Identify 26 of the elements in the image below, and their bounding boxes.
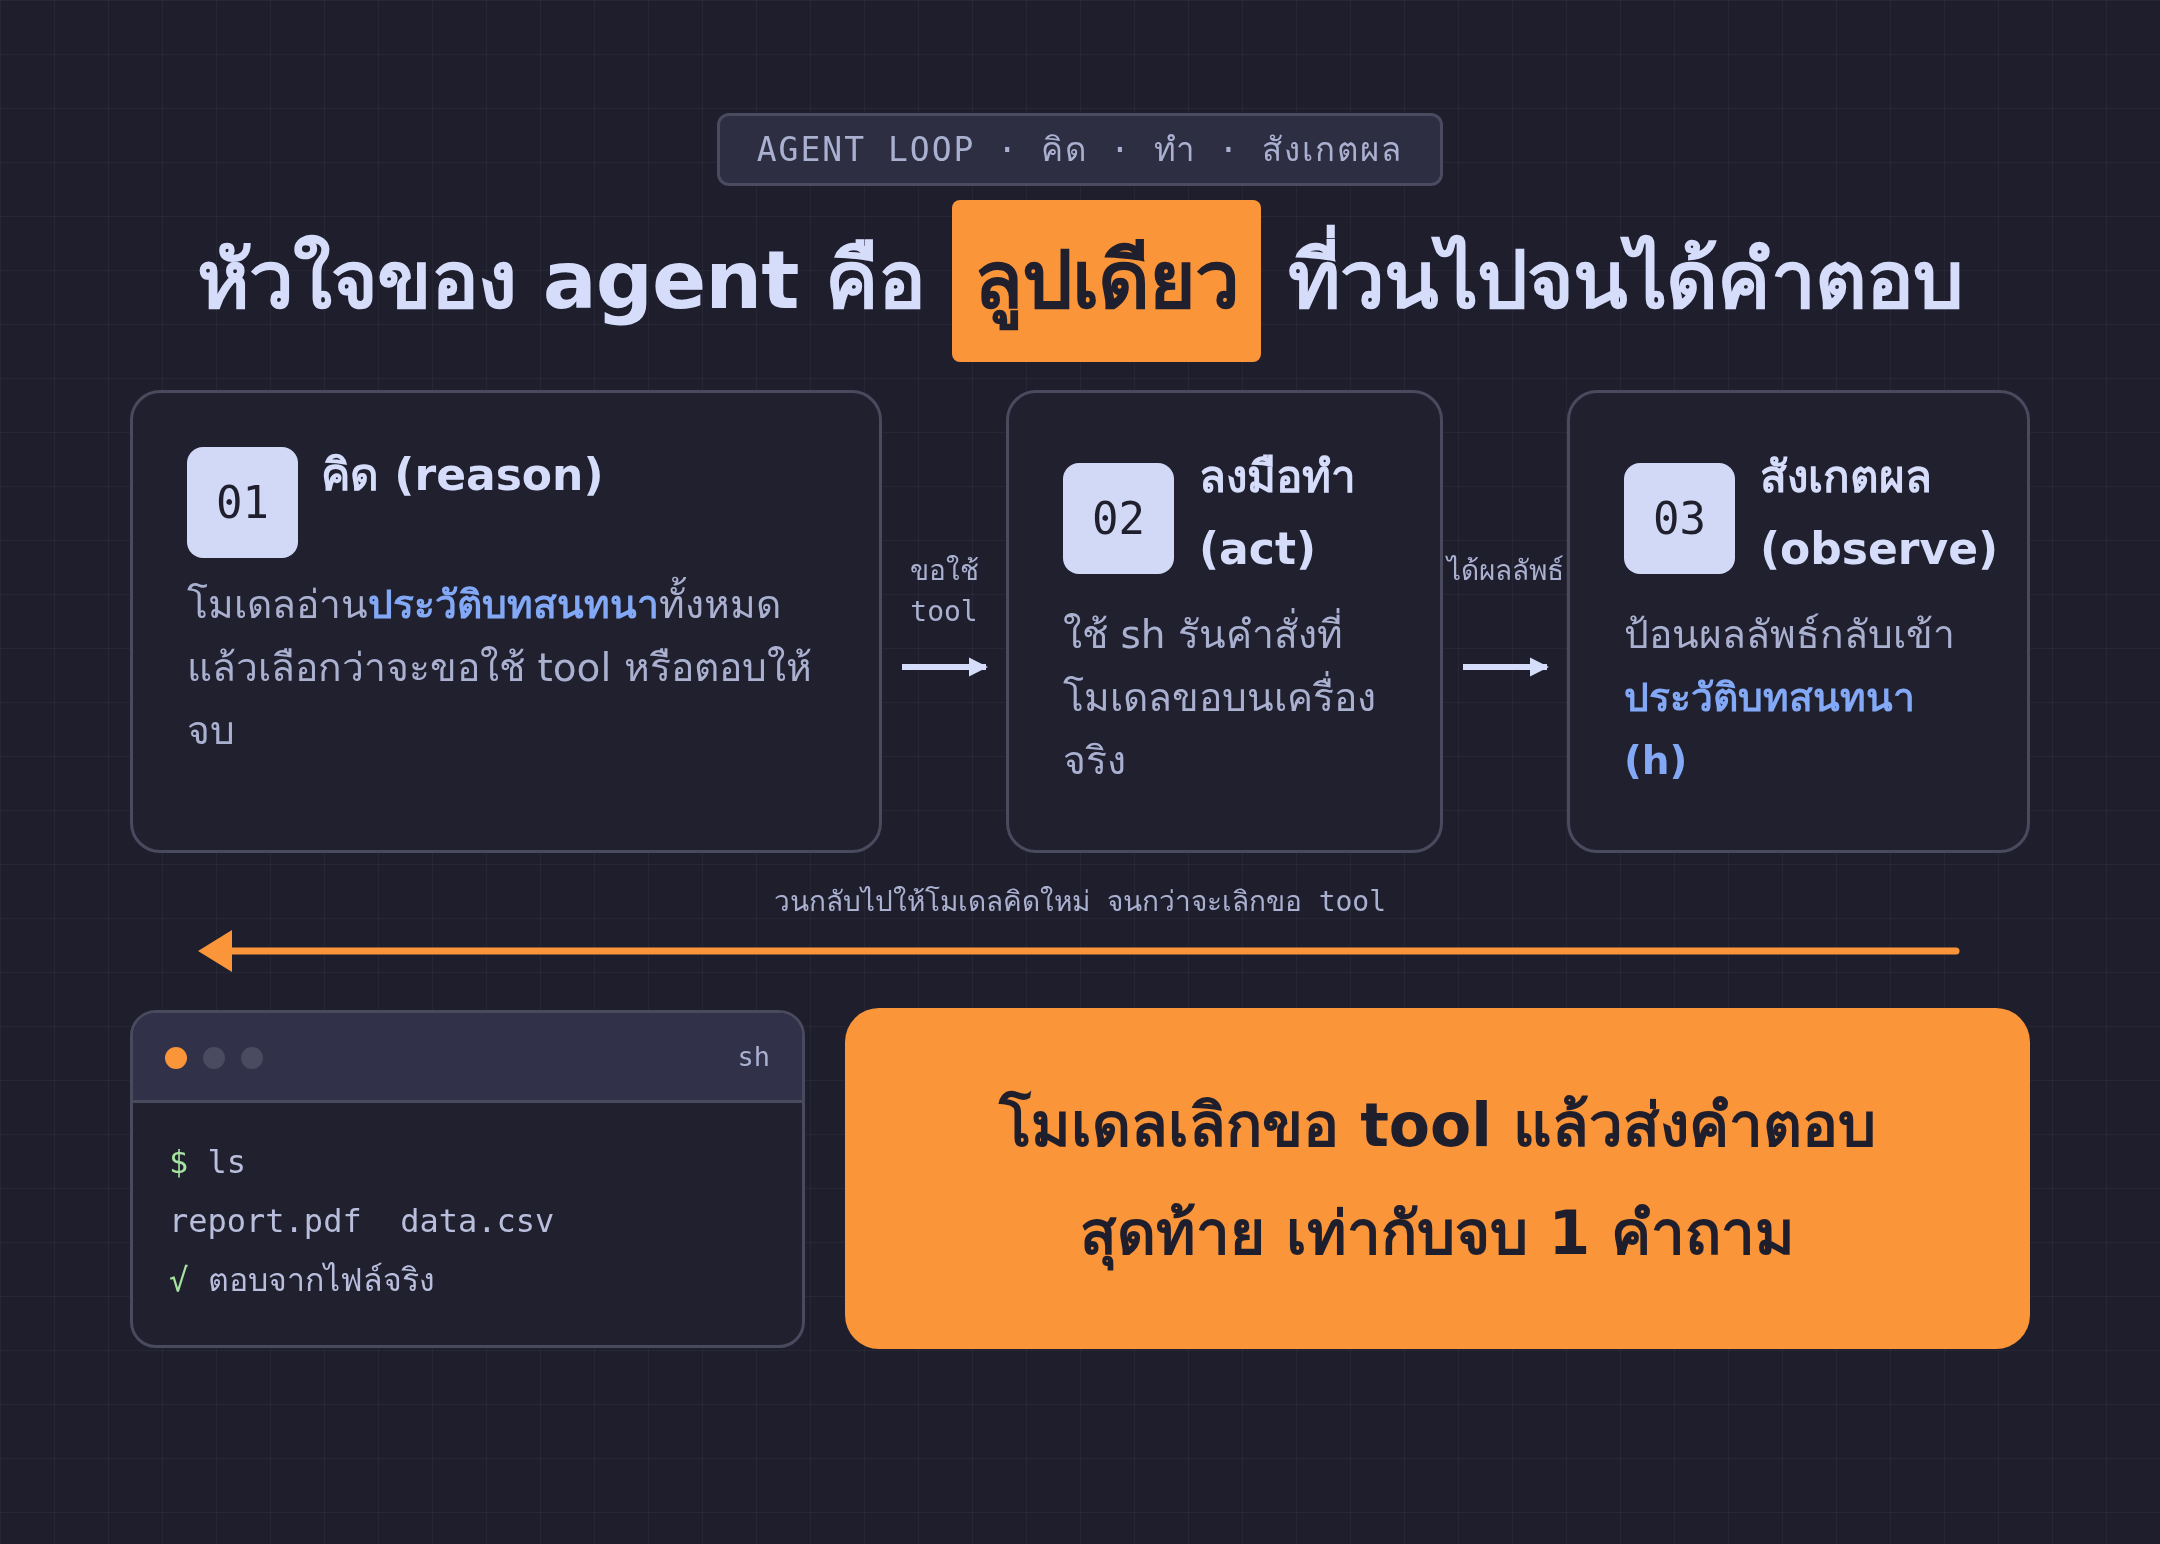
- step-description: ป้อนผลลัพธ์กลับเข้าประวัติบทสนทนา (h): [1624, 611, 1956, 785]
- step-description: โมเดลอ่านประวัติบทสนทนาทั้งหมด แล้วเลือกว่าจะขอใช้ tool หรือตอบให้จบ: [187, 573, 827, 762]
- terminal-line: report.pdf data.csv: [169, 1201, 555, 1242]
- callout-text: โมเดลเลิกขอ tool แล้วส่งคำตอบสุดท้าย เท่ากับจบ 1 คำถาม: [935, 1070, 1940, 1287]
- tag-pill: AGENT LOOP · คิด · ทำ · สังเกตผล: [717, 113, 1443, 186]
- terminal-window: [130, 1010, 805, 1348]
- edge-label: ได้ผลลัพธ์: [1444, 553, 1565, 589]
- arrow: [902, 657, 988, 677]
- step-title: ลงมือทำ (act): [1199, 450, 1357, 576]
- edge-label: ขอใช้ tool: [908, 553, 980, 630]
- loop-note: วนกลับไปให้โมเดลคิดใหม่ จนกว่าจะเลิกขอ tool: [772, 884, 1388, 920]
- step-number: 01: [187, 447, 298, 558]
- result-callout: [845, 1008, 2030, 1349]
- step-number: 03: [1624, 463, 1735, 574]
- step-number: 02: [1063, 463, 1174, 574]
- step-description: ใช้ sh รันคำสั่งที่โมเดลขอบนเครื่องจริง: [1063, 603, 1403, 792]
- title: หัวใจของ agent คือ ลูปเดียว ที่วนไปจนได้คำตอบ: [0, 200, 2160, 362]
- terminal-line: √ ตอบจากไฟล์จริง: [169, 1260, 435, 1301]
- step-title: สังเกตผล (observe): [1760, 450, 2000, 576]
- terminal-line: $ ls: [169, 1142, 247, 1183]
- terminal-title: sh: [737, 1040, 770, 1074]
- step-title: คิด (reason): [321, 448, 605, 502]
- arrow: [1463, 657, 1549, 677]
- step-card: [130, 390, 882, 853]
- step-card: [1567, 390, 2030, 853]
- step-card: [1006, 390, 1443, 853]
